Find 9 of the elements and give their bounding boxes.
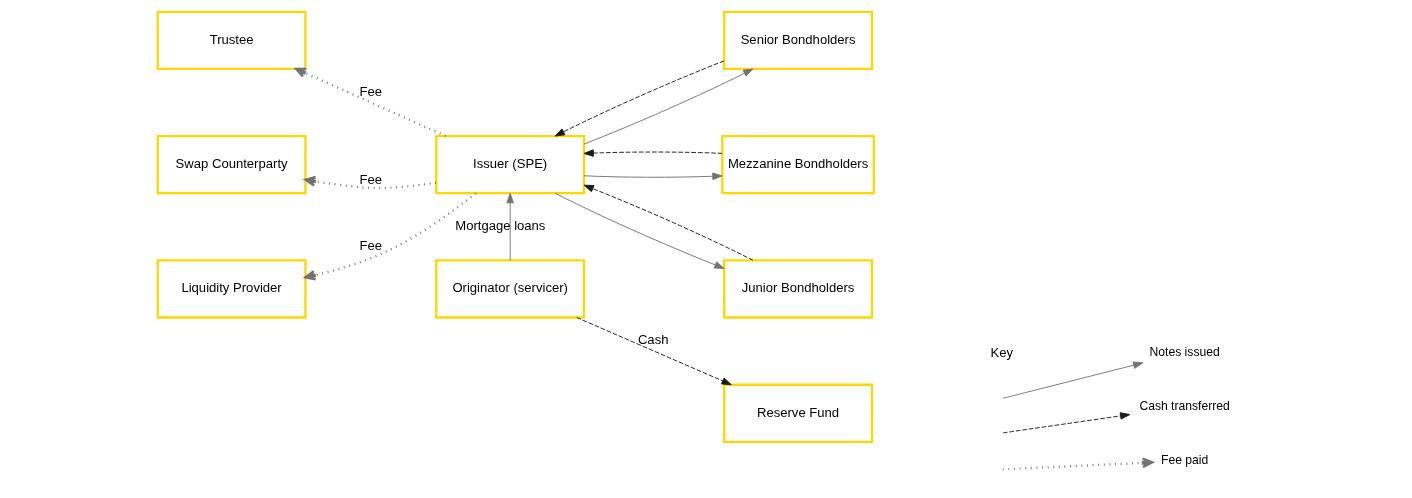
label: Key xyxy=(990,344,1014,360)
edge-label: Cash xyxy=(637,332,669,348)
edge-label: Fee xyxy=(359,171,383,187)
legend-label: Fee paid xyxy=(1160,453,1209,468)
edge-label: Mortgage loans xyxy=(455,218,546,234)
edge-label: Fee xyxy=(359,83,383,99)
legend-label: Notes issued xyxy=(1149,344,1220,359)
edge-label: Fee xyxy=(359,237,383,253)
legend-label: Cash transferred xyxy=(1139,398,1230,413)
